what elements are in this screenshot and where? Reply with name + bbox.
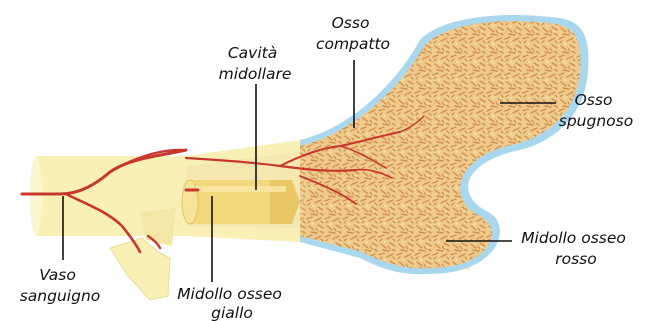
label-midollo-osseo-rosso: Midollo osseo rosso bbox=[521, 229, 631, 268]
yellow-marrow-highlight bbox=[196, 186, 286, 192]
label-osso-compatto: Osso compatto bbox=[316, 14, 390, 53]
fragment-inner bbox=[140, 208, 176, 246]
label-vaso-sanguigno: Vaso sanguigno bbox=[20, 266, 101, 305]
shaft-left-end bbox=[30, 156, 42, 236]
label-midollo-osseo-giallo: Midollo osseo giallo bbox=[177, 285, 287, 321]
yellow-marrow bbox=[182, 180, 300, 224]
label-cavita-midollare: Cavità midollare bbox=[219, 44, 292, 83]
yellow-marrow-face bbox=[182, 180, 198, 224]
fragment-piece bbox=[110, 238, 170, 300]
